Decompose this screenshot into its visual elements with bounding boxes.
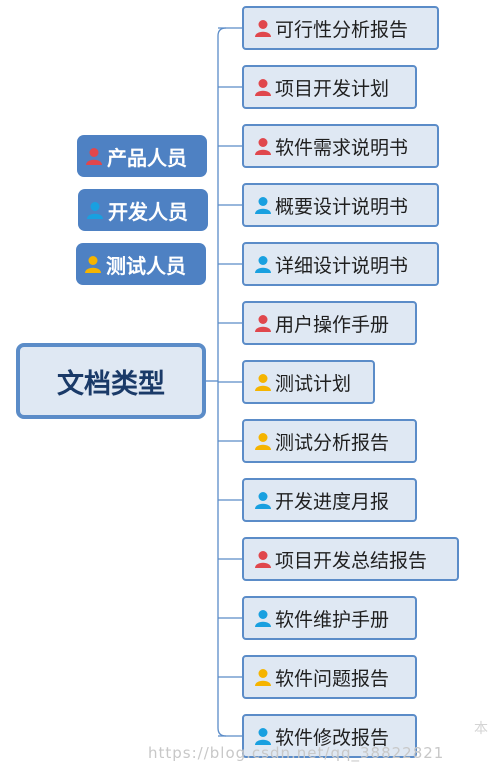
person-icon bbox=[255, 137, 271, 155]
person-icon bbox=[255, 255, 271, 273]
document-node[interactable]: 开发进度月报 bbox=[242, 478, 417, 522]
document-node[interactable]: 软件问题报告 bbox=[242, 655, 417, 699]
watermark-stamp: 本 bbox=[474, 721, 488, 737]
person-icon bbox=[255, 668, 271, 686]
document-node[interactable]: 软件维护手册 bbox=[242, 596, 417, 640]
document-label: 软件问题报告 bbox=[275, 667, 390, 690]
legend-tester: 测试人员 bbox=[76, 243, 206, 285]
document-label: 项目开发总结报告 bbox=[275, 549, 428, 572]
document-node[interactable]: 项目开发计划 bbox=[242, 65, 417, 109]
document-label: 软件需求说明书 bbox=[275, 136, 409, 159]
document-label: 概要设计说明书 bbox=[275, 195, 409, 218]
document-node[interactable]: 项目开发总结报告 bbox=[242, 537, 459, 581]
document-label: 测试计划 bbox=[275, 372, 352, 395]
document-node[interactable]: 软件需求说明书 bbox=[242, 124, 439, 168]
legend-label: 开发人员 bbox=[108, 199, 188, 224]
document-label: 软件维护手册 bbox=[275, 608, 390, 631]
document-label: 软件修改报告 bbox=[275, 726, 390, 749]
document-label: 用户操作手册 bbox=[275, 313, 390, 336]
person-icon bbox=[87, 201, 103, 219]
person-icon bbox=[255, 19, 271, 37]
person-icon bbox=[255, 609, 271, 627]
person-icon bbox=[255, 314, 271, 332]
document-label: 可行性分析报告 bbox=[275, 18, 409, 41]
legend-developer: 开发人员 bbox=[78, 189, 208, 231]
document-node[interactable]: 概要设计说明书 bbox=[242, 183, 439, 227]
person-icon bbox=[255, 373, 271, 391]
document-node[interactable]: 用户操作手册 bbox=[242, 301, 417, 345]
legend-label: 产品人员 bbox=[107, 145, 187, 170]
document-label: 详细设计说明书 bbox=[275, 254, 409, 277]
document-node[interactable]: 详细设计说明书 bbox=[242, 242, 439, 286]
document-node[interactable]: 测试计划 bbox=[242, 360, 375, 404]
root-node-document-types[interactable]: 文档类型 bbox=[16, 343, 206, 419]
person-icon bbox=[255, 196, 271, 214]
person-icon bbox=[255, 78, 271, 96]
person-icon bbox=[255, 727, 271, 745]
document-node[interactable]: 软件修改报告 bbox=[242, 714, 417, 758]
person-icon bbox=[86, 147, 102, 165]
document-label: 测试分析报告 bbox=[275, 431, 390, 454]
person-icon bbox=[255, 550, 271, 568]
watermark-url: https://blog.csdn.net/qq_38822821 bbox=[148, 744, 445, 762]
person-icon bbox=[85, 255, 101, 273]
legend-product: 产品人员 bbox=[77, 135, 207, 177]
legend-label: 测试人员 bbox=[106, 253, 186, 278]
document-node[interactable]: 可行性分析报告 bbox=[242, 6, 439, 50]
document-label: 项目开发计划 bbox=[275, 77, 390, 100]
root-node-label: 文档类型 bbox=[57, 368, 165, 400]
document-label: 开发进度月报 bbox=[275, 490, 390, 513]
person-icon bbox=[255, 432, 271, 450]
document-node[interactable]: 测试分析报告 bbox=[242, 419, 417, 463]
person-icon bbox=[255, 491, 271, 509]
